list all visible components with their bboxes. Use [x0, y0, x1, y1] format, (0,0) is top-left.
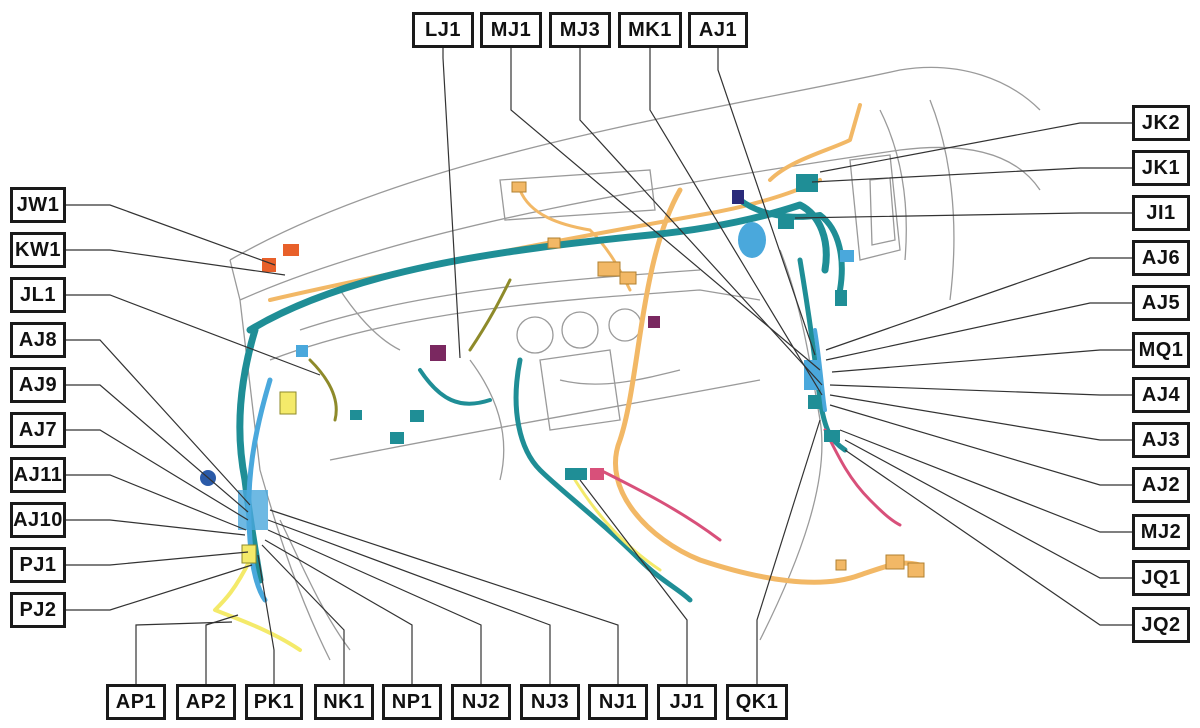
label-jw1: JW1 — [10, 187, 66, 223]
olive-center-harness — [468, 278, 512, 352]
yellow-floor-harness — [573, 478, 662, 572]
label-pj1: PJ1 — [10, 547, 66, 583]
label-nj3: NJ3 — [520, 684, 580, 720]
label-aj7: AJ7 — [10, 412, 66, 448]
teal-main-harness — [246, 201, 830, 334]
orange-floor-harness — [613, 187, 923, 585]
label-pj2: PJ2 — [10, 592, 66, 628]
pink-right-harness — [823, 428, 902, 527]
label-nj2: NJ2 — [451, 684, 511, 720]
leader-lines — [66, 48, 1132, 686]
label-np1: NP1 — [382, 684, 442, 720]
label-nk1: NK1 — [314, 684, 374, 720]
label-qk1: QK1 — [726, 684, 788, 720]
label-aj5: AJ5 — [1132, 285, 1190, 321]
label-jq2: JQ2 — [1132, 607, 1190, 643]
label-ap1: AP1 — [106, 684, 166, 720]
connectors — [200, 174, 925, 578]
orange-defroster-branch — [768, 103, 862, 182]
label-kw1: KW1 — [10, 232, 66, 268]
label-jl1: JL1 — [10, 277, 66, 313]
label-jj1: JJ1 — [657, 684, 717, 720]
label-lj1: LJ1 — [412, 12, 474, 48]
dashboard-outline — [229, 66, 1041, 661]
label-aj11: AJ11 — [10, 457, 66, 493]
label-ji1: JI1 — [1132, 195, 1190, 231]
label-aj6: AJ6 — [1132, 240, 1190, 276]
label-nj1: NJ1 — [588, 684, 648, 720]
label-aj9: AJ9 — [10, 367, 66, 403]
label-mj3: MJ3 — [549, 12, 611, 48]
teal-center-branch — [513, 357, 693, 603]
label-mk1: MK1 — [618, 12, 682, 48]
label-jk1: JK1 — [1132, 150, 1190, 186]
label-mq1: MQ1 — [1132, 332, 1190, 368]
label-pk1: PK1 — [245, 684, 303, 720]
label-aj3: AJ3 — [1132, 422, 1190, 458]
label-aj8: AJ8 — [10, 322, 66, 358]
label-aj10: AJ10 — [10, 502, 66, 538]
label-jk2: JK2 — [1132, 105, 1190, 141]
label-ap2: AP2 — [176, 684, 236, 720]
teal-right-upper — [737, 197, 845, 293]
yellow-kick-harness — [213, 558, 302, 652]
label-aj4: AJ4 — [1132, 377, 1190, 413]
pink-floor-harness — [598, 468, 722, 542]
teal-console-branch — [418, 368, 492, 406]
label-mj1: MJ1 — [480, 12, 542, 48]
label-aj2: AJ2 — [1132, 467, 1190, 503]
label-aj1: AJ1 — [688, 12, 748, 48]
label-jq1: JQ1 — [1132, 560, 1190, 596]
label-mj2: MJ2 — [1132, 514, 1190, 550]
olive-left-harness — [308, 358, 338, 422]
blue-right-harness — [813, 328, 827, 412]
